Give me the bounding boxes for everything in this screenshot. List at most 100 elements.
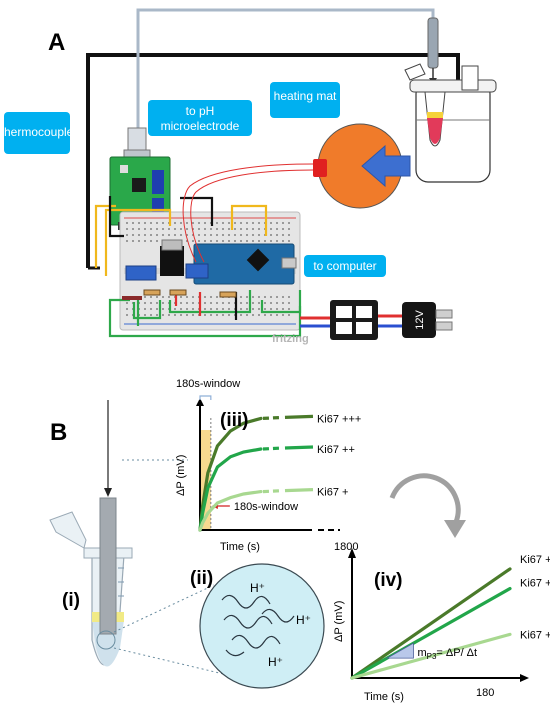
tube-with-probe-icon: [49, 400, 133, 667]
series-tail: [284, 445, 314, 450]
fritzing-watermark: fritzing: [272, 333, 309, 345]
breadboard-hole: [240, 308, 242, 310]
breadboard-hole: [276, 314, 278, 316]
series-line: [350, 567, 512, 680]
breadboard-hole: [258, 222, 260, 224]
breadboard-hole: [144, 228, 146, 230]
breadboard-hole: [198, 234, 200, 236]
breadboard-hole: [210, 308, 212, 310]
legend-label: Ki67 +++: [317, 413, 361, 425]
y-axis-arrowhead: [196, 398, 204, 406]
breadboard-hole: [168, 228, 170, 230]
breadboard-hole: [150, 228, 152, 230]
breadboard-hole: [210, 302, 212, 304]
breadboard-hole: [150, 222, 152, 224]
breadboard-hole: [150, 234, 152, 236]
breadboard-hole: [144, 314, 146, 316]
breadboard-hole: [246, 302, 248, 304]
breadboard-hole: [132, 234, 134, 236]
breadboard-hole: [168, 296, 170, 298]
breadboard-hole: [222, 314, 224, 316]
breadboard-hole: [234, 234, 236, 236]
series-tail: [284, 414, 314, 419]
breadboard-hole: [144, 296, 146, 298]
window-bracket: [199, 395, 212, 400]
breadboard-hole: [132, 228, 134, 230]
breadboard-hole: [126, 228, 128, 230]
breadboard-hole: [144, 240, 146, 242]
breadboard-hole: [186, 308, 188, 310]
breadboard-hole: [270, 234, 272, 236]
panel-a-letter: A: [48, 29, 65, 56]
breadboard-hole: [228, 234, 230, 236]
breadboard-hole: [258, 234, 260, 236]
breadboard-hole: [258, 296, 260, 298]
series-line: [350, 586, 512, 680]
breadboard-hole: [204, 234, 206, 236]
breadboard-hole: [276, 240, 278, 242]
breadboard-hole: [174, 228, 176, 230]
to-computer-label: to computer: [313, 259, 376, 273]
series-line: [198, 490, 263, 532]
breadboard-hole: [264, 308, 266, 310]
breadboard-hole: [186, 228, 188, 230]
breadboard-hole: [252, 234, 254, 236]
breadboard-hole: [270, 222, 272, 224]
cycle-arrow-icon: [389, 473, 466, 538]
breadboard-hole: [162, 234, 164, 236]
breadboard-hole: [264, 240, 266, 242]
breadboard-hole: [264, 302, 266, 304]
heating-leads: [182, 163, 314, 263]
breadboard-hole: [192, 228, 194, 230]
breadboard-hole: [192, 240, 194, 242]
breadboard-hole: [186, 222, 188, 224]
breadboard-hole: [288, 308, 290, 310]
breadboard-hole: [126, 314, 128, 316]
slope-triangle: [385, 642, 414, 659]
breadboard-hole: [270, 314, 272, 316]
breadboard-hole: [204, 302, 206, 304]
breadboard-hole: [288, 302, 290, 304]
window-arrow-label: 180s-window: [234, 501, 298, 513]
breadboard-hole: [246, 234, 248, 236]
window-top-label: 180s-window: [176, 378, 240, 390]
breadboard-hole: [252, 308, 254, 310]
breadboard-hole: [150, 314, 152, 316]
breadboard-hole: [252, 228, 254, 230]
breadboard-hole: [258, 302, 260, 304]
breadboard-hole: [276, 222, 278, 224]
x-tick-label: 1800: [334, 541, 358, 553]
breadboard-hole: [264, 296, 266, 298]
breadboard-hole: [156, 308, 158, 310]
breadboard-hole: [234, 228, 236, 230]
panel-b-letter: B: [50, 419, 67, 446]
breadboard-hole: [210, 296, 212, 298]
series-break: [262, 415, 284, 420]
breadboard-hole: [156, 234, 158, 236]
legend-label: Ki67 +++: [520, 554, 550, 566]
breadboard-hole: [240, 296, 242, 298]
breadboard-hole: [288, 222, 290, 224]
breadboard-hole: [144, 222, 146, 224]
breadboard-hole: [228, 222, 230, 224]
breadboard-hole: [192, 234, 194, 236]
breadboard-hole: [252, 222, 254, 224]
breadboard-hole: [168, 314, 170, 316]
probe-and-tube-icon: [404, 17, 497, 183]
breadboard-hole: [246, 296, 248, 298]
callout-ph-microelectrode: to pH microelectrode: [148, 100, 252, 136]
breadboard-hole: [162, 296, 164, 298]
breadboard-hole: [222, 240, 224, 242]
breadboard-hole: [180, 228, 182, 230]
breadboard-hole: [204, 314, 206, 316]
label-iv: (iv): [374, 570, 403, 591]
breadboard-hole: [180, 296, 182, 298]
ph-amplifier-board-icon: [109, 127, 171, 230]
breadboard-hole: [192, 296, 194, 298]
breadboard-hole: [276, 234, 278, 236]
breadboard-hole: [240, 240, 242, 242]
breadboard-hole: [276, 302, 278, 304]
breadboard-hole: [270, 228, 272, 230]
breadboard-hole: [216, 302, 218, 304]
breadboard-hole: [156, 302, 158, 304]
